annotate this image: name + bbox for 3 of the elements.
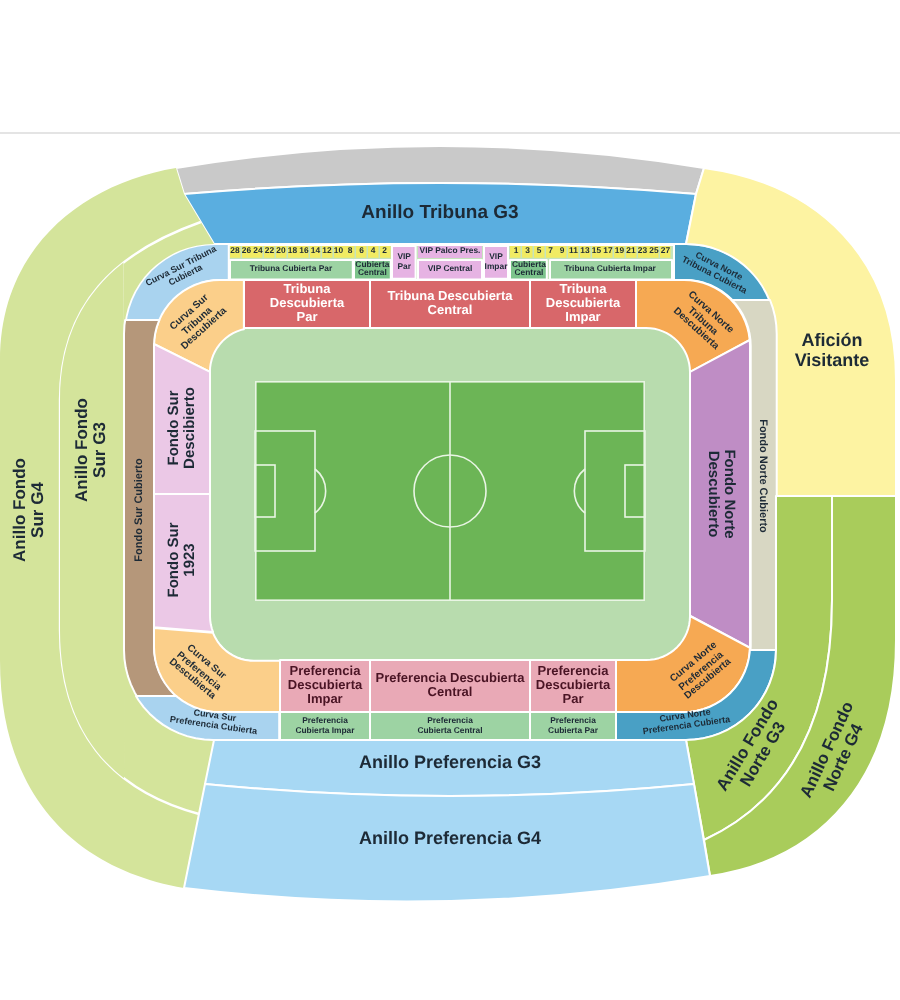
stand-section: Anillo Tribuna G3 [184,182,696,244]
stand-section: Anillo Preferencia G3 [204,740,694,796]
upper-tier-band [176,144,704,196]
